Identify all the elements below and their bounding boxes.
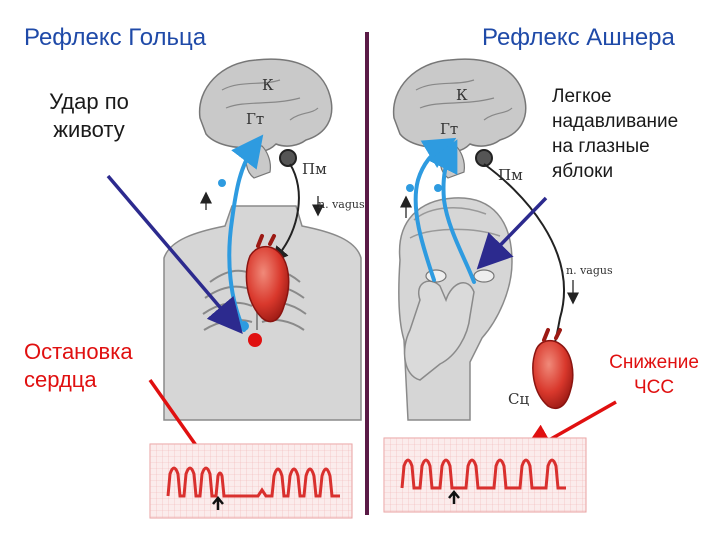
left-vagus-path <box>272 163 300 263</box>
right-heart <box>532 328 574 410</box>
left-trigger-arrow <box>106 174 243 334</box>
right-vagus-label: n. vagus <box>566 264 613 277</box>
left-impact-dot <box>248 333 262 347</box>
left-ecg-strip <box>149 443 353 519</box>
right-result-line-1: Снижение <box>609 352 699 373</box>
left-trigger-label: Удар по животу <box>24 88 154 144</box>
left-result-label: Остановка сердца <box>24 338 133 394</box>
right-heart-label: Сц <box>508 390 530 408</box>
right-result-label: Снижение ЧСС <box>592 350 716 400</box>
right-cortex-label: К <box>456 86 468 104</box>
right-afferent-path <box>413 137 476 284</box>
left-brain <box>198 58 333 179</box>
right-trigger-label: Легкое надавливание на глазные яблоки <box>552 84 678 184</box>
left-medulla-label: Пм <box>302 160 327 178</box>
right-medulla-label: Пм <box>498 166 523 184</box>
right-ecg-trace <box>400 458 566 490</box>
right-trigger-line-3: на глазные <box>552 136 650 157</box>
left-heart <box>245 234 290 323</box>
left-trigger-line-2: животу <box>53 117 125 142</box>
right-ecg-strip <box>383 437 587 513</box>
right-trigger-line-2: надавливание <box>552 111 679 132</box>
right-title: Рефлекс Ашнера <box>482 24 675 51</box>
right-trigger-line-1: Легкое <box>552 86 612 107</box>
left-title: Рефлекс Гольца <box>24 24 207 51</box>
right-trigger-arrow <box>476 196 548 270</box>
right-hypothalamus-label: Гт <box>440 120 459 138</box>
left-ecg-trace <box>166 466 340 498</box>
left-cortex-label: К <box>262 76 274 94</box>
left-hypothalamus-label: Гт <box>246 110 265 128</box>
left-vagus-label: n. vagus <box>318 198 365 211</box>
left-result-line-1: Остановка <box>24 339 133 364</box>
right-hand <box>403 269 495 381</box>
left-trigger-line-1: Удар по <box>49 89 129 114</box>
left-result-line-2: сердца <box>24 367 97 392</box>
right-brain <box>392 58 527 179</box>
right-trigger-line-4: яблоки <box>552 161 614 182</box>
right-result-line-2: ЧСС <box>633 377 675 398</box>
